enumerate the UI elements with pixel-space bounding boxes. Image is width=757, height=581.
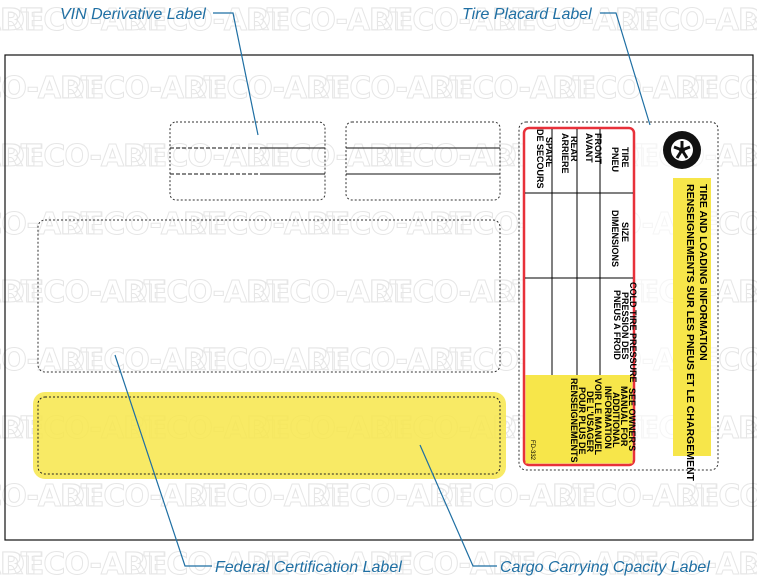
watermark-text: DECO-ART bbox=[369, 3, 534, 38]
note-line: INFORMATION bbox=[603, 386, 613, 449]
callout-vin-text: VIN Derivative Label bbox=[60, 6, 206, 23]
watermark-text: DECO-ART bbox=[306, 71, 471, 106]
watermark-text: DECO-ART bbox=[615, 3, 757, 38]
col-pressure: COLD TIRE PRESSURE bbox=[628, 282, 638, 383]
note-line: VOIR LE MANUEL bbox=[593, 378, 603, 456]
row-spare-fr: DE SECOURS bbox=[535, 129, 545, 189]
cargo-capacity-label bbox=[33, 392, 506, 479]
tire-placard-label: TIRE AND LOADING INFORMATION RENSEIGNEME… bbox=[518, 121, 719, 482]
row-rear: REAR bbox=[569, 136, 579, 162]
note-line: DE L'USAGER bbox=[585, 391, 595, 453]
watermark-text: DECO-ART bbox=[0, 479, 102, 514]
watermark-text: DECO-ART bbox=[246, 139, 411, 174]
callout-cargo: Cargo Carrying Cpacity Label bbox=[419, 444, 710, 576]
watermark-text: DECO-ART bbox=[306, 207, 471, 242]
watermark-text: DECO-ART bbox=[123, 139, 288, 174]
col-size: SIZE bbox=[620, 222, 630, 242]
callout-federal: Federal Certification Label bbox=[114, 354, 402, 576]
col-tire-fr: PNEU bbox=[610, 147, 620, 172]
watermark-text: DECO-ART bbox=[183, 207, 348, 242]
watermark-text: DECO-ART bbox=[369, 139, 534, 174]
watermark-text: DECO-ART bbox=[183, 479, 348, 514]
note-line: POUR PLUS DE bbox=[577, 387, 587, 455]
watermark-text: DECO-ART bbox=[306, 479, 471, 514]
watermark-text: DECO-ART bbox=[123, 547, 288, 581]
placard-title-en: TIRE AND LOADING INFORMATION bbox=[697, 184, 709, 361]
watermark-text: DECO-ART bbox=[675, 71, 757, 106]
watermark-text: DECO-ART bbox=[123, 3, 288, 38]
callout-vin: VIN Derivative Label bbox=[60, 6, 259, 136]
vin-derivative-label-1 bbox=[169, 121, 326, 201]
placard-title-band bbox=[673, 178, 711, 456]
watermark-text: DECO-ART bbox=[429, 71, 594, 106]
row-front-fr: AVANT bbox=[584, 133, 594, 163]
watermark-text: DECO-ART bbox=[246, 3, 411, 38]
watermark-text: DECO-ART bbox=[183, 343, 348, 378]
watermark-text: DECO-ART bbox=[738, 411, 757, 446]
watermark-text: DECO-ART bbox=[0, 207, 102, 242]
watermark-text: DECO-ART bbox=[429, 479, 594, 514]
col-size-fr: DIMENSIONS bbox=[610, 210, 620, 267]
row-rear-fr: ARRIERE bbox=[560, 133, 570, 174]
col-tire: TIRE bbox=[620, 147, 630, 168]
watermark-text: DECO-ART bbox=[60, 207, 225, 242]
tire-icon bbox=[663, 131, 701, 169]
watermark-text: DECO-ART bbox=[738, 3, 757, 38]
note-line: MANUAL FOR bbox=[619, 386, 629, 447]
watermark-text: DECO-ART bbox=[0, 275, 42, 310]
placard-note: SEE OWNER'S MANUAL FOR ADDITIONAL INFORM… bbox=[529, 378, 637, 463]
watermark-text: DECO-ART bbox=[675, 479, 757, 514]
federal-certification-label bbox=[37, 219, 501, 373]
watermark-text: DECO-ART bbox=[0, 275, 165, 310]
watermark-text: DECO-ART bbox=[552, 479, 717, 514]
watermark-text: DECO-ART bbox=[738, 275, 757, 310]
watermark-text: DECO-ART bbox=[492, 3, 657, 38]
watermark-text: DECO-ART bbox=[0, 139, 42, 174]
watermark-text: DECO-ART bbox=[738, 547, 757, 581]
watermark-text: DECO-ART bbox=[246, 547, 411, 581]
watermark-text: DECO-ART bbox=[60, 479, 225, 514]
watermark-text: DECO-ART bbox=[615, 547, 757, 581]
watermark-text: DECO-ART bbox=[738, 139, 757, 174]
note-line: SEE OWNER'S bbox=[627, 388, 637, 451]
watermark-text: DECO-ART bbox=[369, 547, 534, 581]
watermark-text: DECO-ART bbox=[0, 547, 165, 581]
watermark-text: DECO-ART bbox=[183, 71, 348, 106]
vin-derivative-label-2 bbox=[345, 121, 501, 201]
callout-tire-placard-text: Tire Placard Label bbox=[462, 6, 592, 23]
row-spare: SPARE bbox=[544, 137, 554, 167]
watermark-text: DECO-ART bbox=[0, 71, 102, 106]
watermark-text: DECO-ART bbox=[0, 139, 165, 174]
watermark-text: DECO-ART bbox=[60, 71, 225, 106]
watermark-text: DECO-ART bbox=[0, 3, 42, 38]
col-pressure-fr2: PNEUS A FROID bbox=[612, 290, 622, 360]
board-outline bbox=[4, 54, 754, 541]
placard-code: FD-332 bbox=[529, 440, 535, 461]
callout-cargo-text: Cargo Carrying Cpacity Label bbox=[500, 559, 710, 576]
callout-federal-text: Federal Certification Label bbox=[215, 559, 402, 576]
note-line: RENSEIGNEMENTS bbox=[569, 378, 579, 463]
watermark-text: DECO-ART bbox=[492, 547, 657, 581]
watermark-text: DECO-ART bbox=[246, 275, 411, 310]
watermark-text: DECO-ART bbox=[0, 3, 165, 38]
col-pressure-fr1: PRESSION DES bbox=[620, 292, 630, 360]
row-front: FRONT bbox=[593, 133, 603, 164]
watermark-text: DECO-ART bbox=[0, 547, 42, 581]
watermark-text: DECO-ART bbox=[369, 275, 534, 310]
placard-title-fr: RENSEIGNEMENTS SUR LES PNEUS ET LE CHARG… bbox=[684, 184, 696, 482]
watermark-text: DECO-ART bbox=[123, 275, 288, 310]
callout-tire-placard: Tire Placard Label bbox=[462, 6, 651, 126]
note-line: ADDITIONAL bbox=[611, 392, 621, 448]
